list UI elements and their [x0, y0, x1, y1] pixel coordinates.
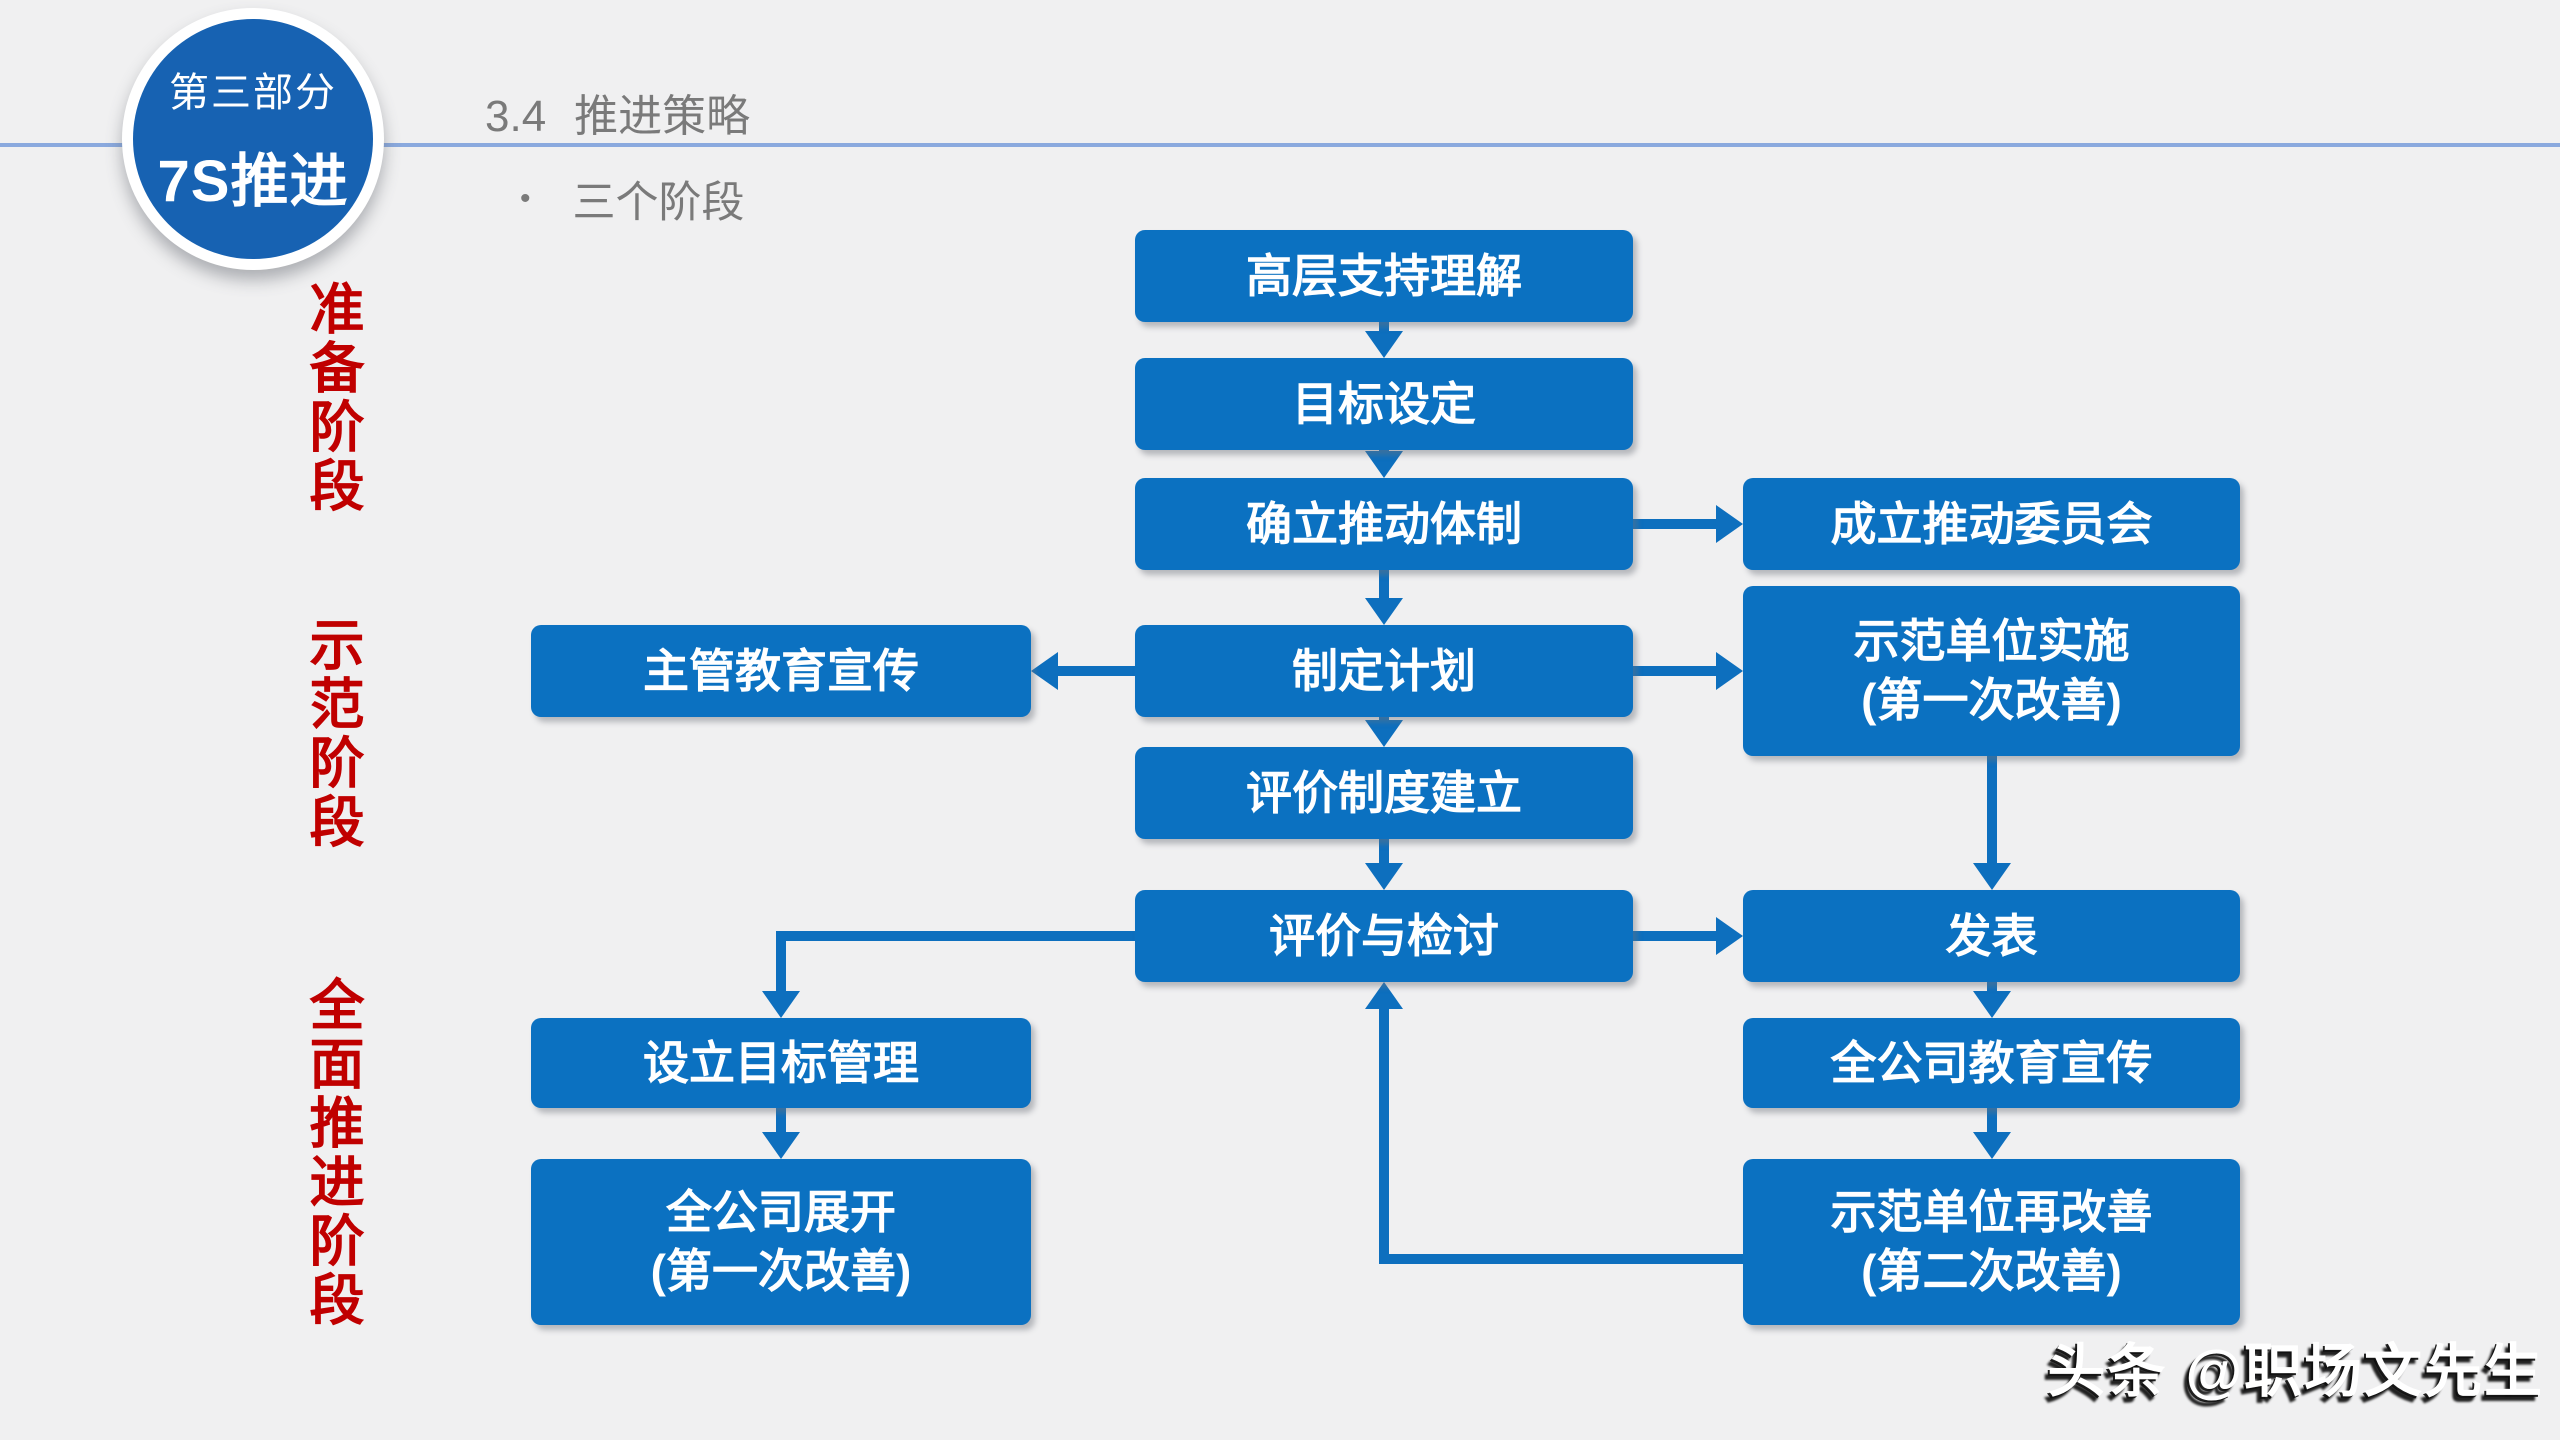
flow-arrow-stem [1986, 756, 1997, 866]
section-badge-part: 第三部分 [169, 71, 337, 115]
flow-arrowhead-up [1365, 982, 1403, 1009]
flow-node-label: 主管教育宣传 [643, 644, 919, 697]
flow-arrowhead-down [762, 991, 800, 1018]
flow-node-label: 全公司展开 [666, 1186, 896, 1239]
flow-node-label: 成立推动委员会 [1830, 497, 2153, 550]
flow-node-supervisor-education: 主管教育宣传 [531, 625, 1031, 717]
flow-node-demo-unit-implement: 示范单位实施 (第一次改善) [1743, 586, 2240, 756]
flow-arrow-stem [1986, 1108, 1997, 1135]
flow-node-label: 目标设定 [1292, 377, 1476, 430]
flow-node-label: 评价制度建立 [1246, 766, 1522, 819]
flow-arrow-stem [1379, 570, 1389, 601]
flow-arrowhead-down [1972, 863, 2011, 890]
flow-arrow-stem [776, 931, 786, 994]
flow-node-evaluation-system: 评价制度建立 [1135, 747, 1633, 839]
section-number: 3.4 [485, 92, 547, 141]
bullet-dot: • [520, 182, 531, 215]
flow-arrowhead-down [1972, 1132, 2011, 1159]
flow-arrow-stem [1633, 519, 1719, 529]
flow-node-label: 制定计划 [1292, 644, 1476, 697]
flow-node-label: 确立推动体制 [1246, 497, 1522, 550]
flow-node-goal-management: 设立目标管理 [531, 1018, 1031, 1108]
stage-label-demonstration: 示范阶段 [301, 616, 363, 852]
flow-arrowhead-down [1365, 598, 1403, 625]
flow-arrowhead-right [1716, 917, 1743, 955]
flow-arrowhead-down [1972, 991, 2011, 1018]
flow-arrowhead-down [1365, 331, 1403, 358]
flow-arrowhead-down [1365, 451, 1403, 478]
subtitle-text: 三个阶段 [572, 179, 745, 227]
flow-node-label: (第一次改善) [1861, 674, 2122, 726]
page-title: 3.4 推进策略 [485, 80, 750, 144]
flow-node-label: (第一次改善) [650, 1245, 912, 1297]
flow-node-committee: 成立推动委员会 [1743, 478, 2240, 570]
flow-arrow-stem [1379, 1254, 1743, 1264]
flow-node-label: (第二次改善) [1861, 1245, 2122, 1297]
section-badge-title: 7S推进 [157, 149, 349, 214]
flow-node-evaluation-review: 评价与检讨 [1135, 890, 1633, 982]
flow-arrow-stem [1379, 839, 1389, 866]
flow-node-label: 高层支持理解 [1246, 249, 1522, 302]
section-badge: 第三部分 7S推进 [122, 8, 384, 270]
subtitle-bullet: • 三个阶段 [520, 168, 745, 230]
flow-arrow-stem [1633, 666, 1719, 676]
flow-node-label: 全公司教育宣传 [1830, 1036, 2153, 1089]
flow-node-label: 评价与检讨 [1269, 909, 1499, 962]
flow-node-label: 示范单位实施 [1853, 615, 2130, 668]
flow-arrowhead-left [1031, 652, 1058, 690]
flow-arrowhead-down [762, 1132, 800, 1159]
watermark: 头条 @职场文先生 [2047, 1339, 2544, 1404]
section-title: 推进策略 [574, 92, 751, 141]
flow-node-presentation: 发表 [1743, 890, 2240, 982]
flow-node-label: 设立目标管理 [643, 1036, 919, 1089]
flow-arrow-stem [776, 931, 1135, 941]
flow-node-top-support: 高层支持理解 [1135, 230, 1633, 322]
flow-node-label: 发表 [1945, 909, 2038, 962]
flow-arrow-stem [1633, 931, 1719, 941]
flow-node-demo-unit-reimprove: 示范单位再改善 (第二次改善) [1743, 1159, 2240, 1325]
section-badge-circle: 第三部分 7S推进 [133, 19, 373, 259]
flow-node-make-plan: 制定计划 [1135, 625, 1633, 717]
flow-node-company-rollout: 全公司展开 (第一次改善) [531, 1159, 1031, 1325]
flow-arrowhead-down [1365, 863, 1403, 890]
flow-arrow-stem [1986, 982, 1997, 994]
flow-arrowhead-right [1716, 652, 1743, 690]
flow-arrowhead-down [1365, 720, 1403, 747]
stage-label-preparation: 准备阶段 [301, 280, 363, 516]
flow-arrowhead-right [1716, 505, 1743, 543]
flow-arrow-stem [1379, 1006, 1389, 1264]
flow-node-company-education: 全公司教育宣传 [1743, 1018, 2240, 1108]
stage-label-full-rollout: 全面推进阶段 [301, 976, 363, 1330]
flow-arrow-stem [1379, 322, 1389, 334]
flow-arrow-stem [1055, 666, 1135, 676]
flow-node-establish-system: 确立推动体制 [1135, 478, 1633, 570]
flow-node-goal-setting: 目标设定 [1135, 358, 1633, 450]
header-divider-line [0, 143, 2560, 147]
flow-arrow-stem [776, 1108, 786, 1135]
flow-node-label: 示范单位再改善 [1830, 1186, 2153, 1239]
